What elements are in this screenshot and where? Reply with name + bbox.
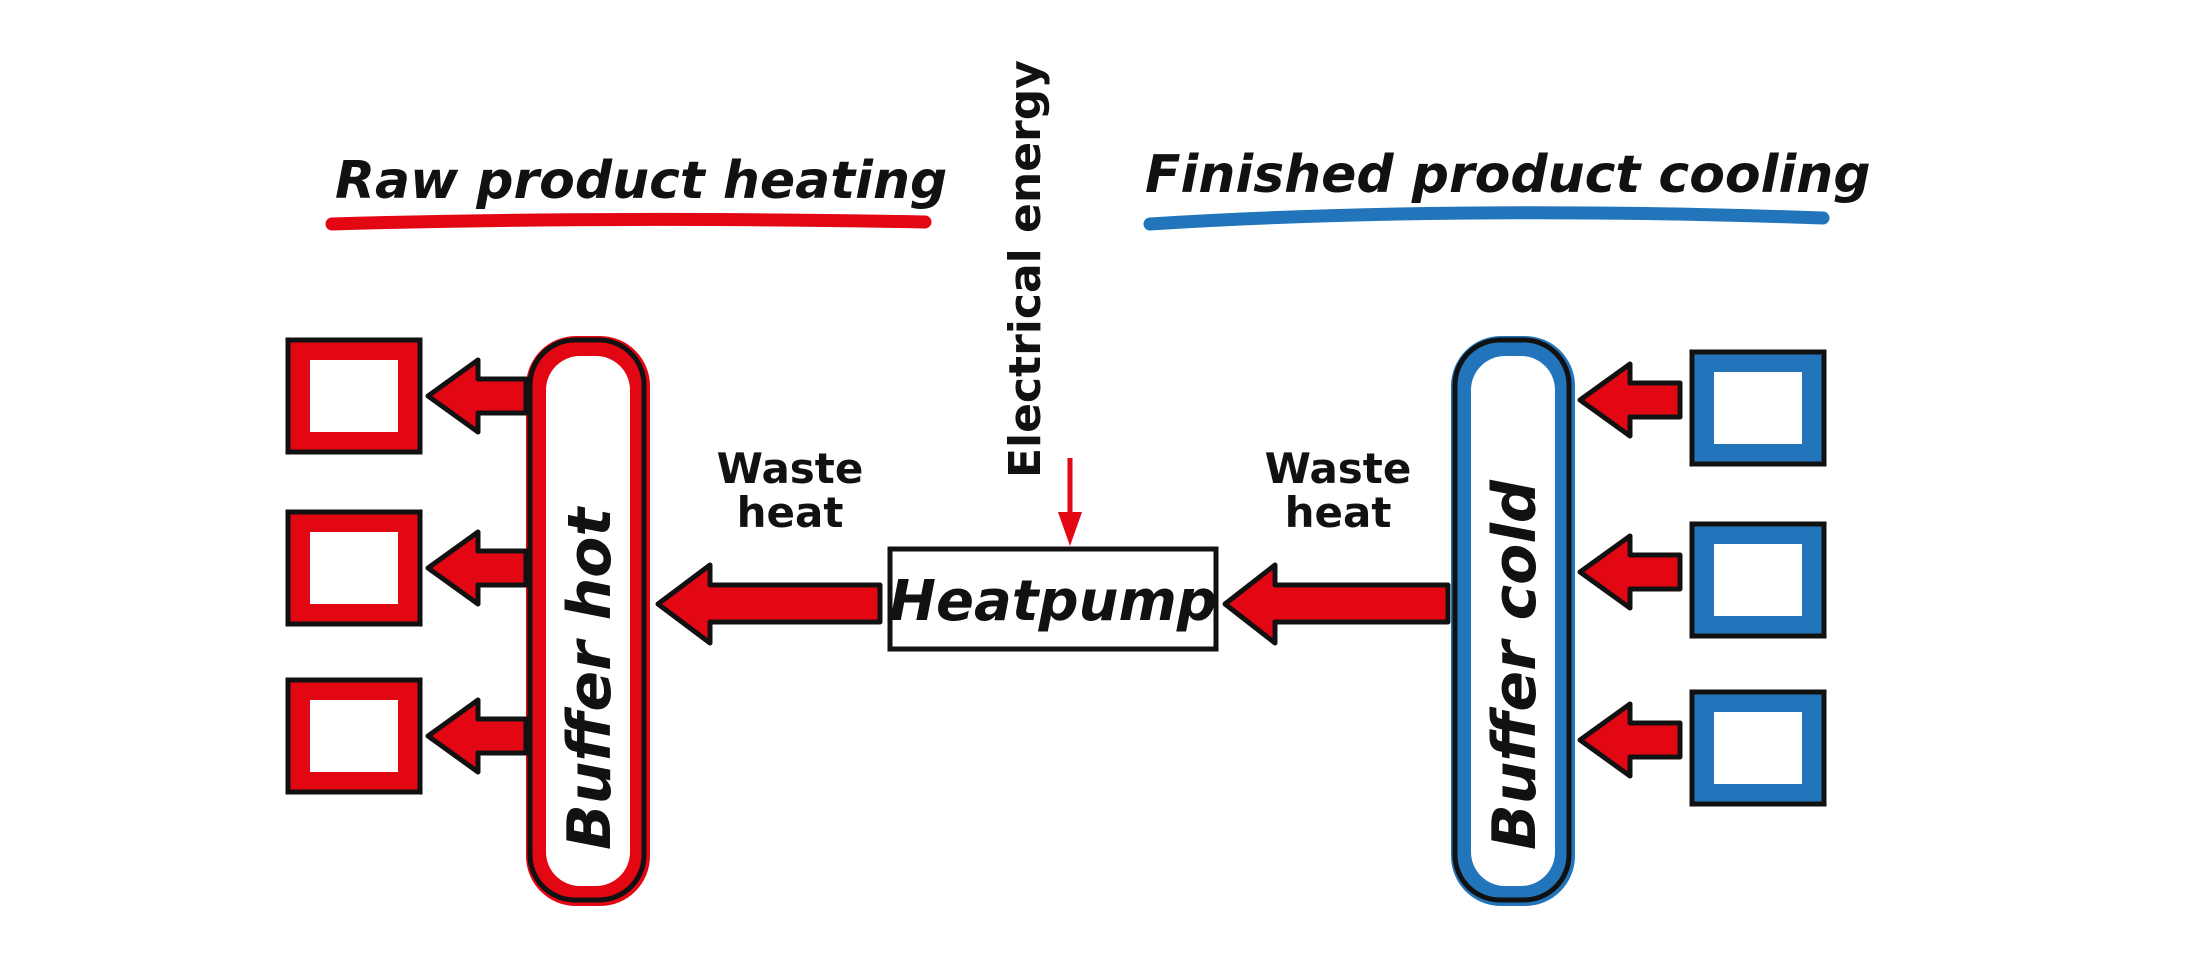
cold-source-box-3-inner [1714, 712, 1802, 784]
waste-heat-right-line1: Waste [1265, 444, 1412, 493]
waste-heat-left-line2: heat [737, 488, 844, 537]
heatpump-label: Heatpump [889, 569, 1217, 634]
heatpump-node: Heatpump [887, 546, 1219, 652]
buffer-hot: Buffer hot [526, 336, 650, 906]
hot-consumer-box-3-inner [310, 700, 398, 772]
hot-supply-arrow-3 [425, 697, 529, 775]
electrical-energy-input: Electrical energy [1000, 60, 1082, 546]
hot-consumer-box-3-outline [285, 677, 423, 795]
cold-source-box-2-inner [1714, 544, 1802, 616]
electrical-energy-arrow-head [1058, 512, 1082, 546]
flow-arrow-heatpump-to-buffer-hot [655, 562, 883, 646]
cold-source-box-3 [1689, 689, 1827, 807]
buffer-cold: Buffer cold [1451, 336, 1575, 906]
cold-source-box-2-outline [1689, 521, 1827, 639]
hot-consumer-group [285, 337, 529, 795]
hot-consumer-box-1-inner [310, 360, 398, 432]
hot-consumer-box-3 [285, 677, 423, 795]
buffer-cold-label: Buffer cold [1480, 479, 1550, 850]
hot-supply-arrow-2 [425, 529, 529, 607]
waste-heat-left-label: Waste heat [717, 444, 864, 537]
hot-consumer-box-2 [285, 509, 423, 627]
buffer-cold-outline [1452, 337, 1572, 903]
buffer-hot-inner [546, 356, 630, 886]
heating-underline [325, 212, 932, 231]
cold-source-box-1 [1689, 349, 1827, 467]
hot-consumer-box-2-outline [285, 509, 423, 627]
cold-source-box-1-inner [1714, 372, 1802, 444]
hot-supply-arrow-1 [425, 357, 529, 435]
cold-return-arrow-3 [1577, 701, 1683, 779]
waste-heat-right-label: Waste heat [1265, 444, 1412, 537]
cold-return-arrow-1 [1577, 361, 1683, 439]
heating-title: Raw product heating [335, 151, 947, 211]
cold-source-box-2 [1689, 521, 1827, 639]
hot-consumer-box-1-outline [285, 337, 423, 455]
cold-return-arrow-2 [1577, 533, 1683, 611]
cold-source-group [1577, 349, 1827, 807]
waste-heat-left-line1: Waste [717, 444, 864, 493]
cooling-underline [1143, 206, 1830, 231]
flow-arrow-buffer-cold-to-heatpump [1222, 562, 1451, 646]
buffer-hot-outline [527, 337, 647, 903]
heatpump-box [887, 546, 1219, 652]
cooling-title: Finished product cooling [1145, 145, 1871, 205]
electrical-energy-label: Electrical energy [1000, 60, 1051, 478]
hot-consumer-box-2-inner [310, 532, 398, 604]
heating-section-header: Raw product heating [325, 151, 947, 231]
hot-consumer-box-1 [285, 337, 423, 455]
cold-source-box-1-outline [1689, 349, 1827, 467]
buffer-cold-inner [1471, 356, 1555, 886]
cold-source-box-3-outline [1689, 689, 1827, 807]
cooling-section-header: Finished product cooling [1143, 145, 1871, 231]
waste-heat-right-line2: heat [1285, 488, 1392, 537]
buffer-hot-label: Buffer hot [555, 505, 625, 850]
